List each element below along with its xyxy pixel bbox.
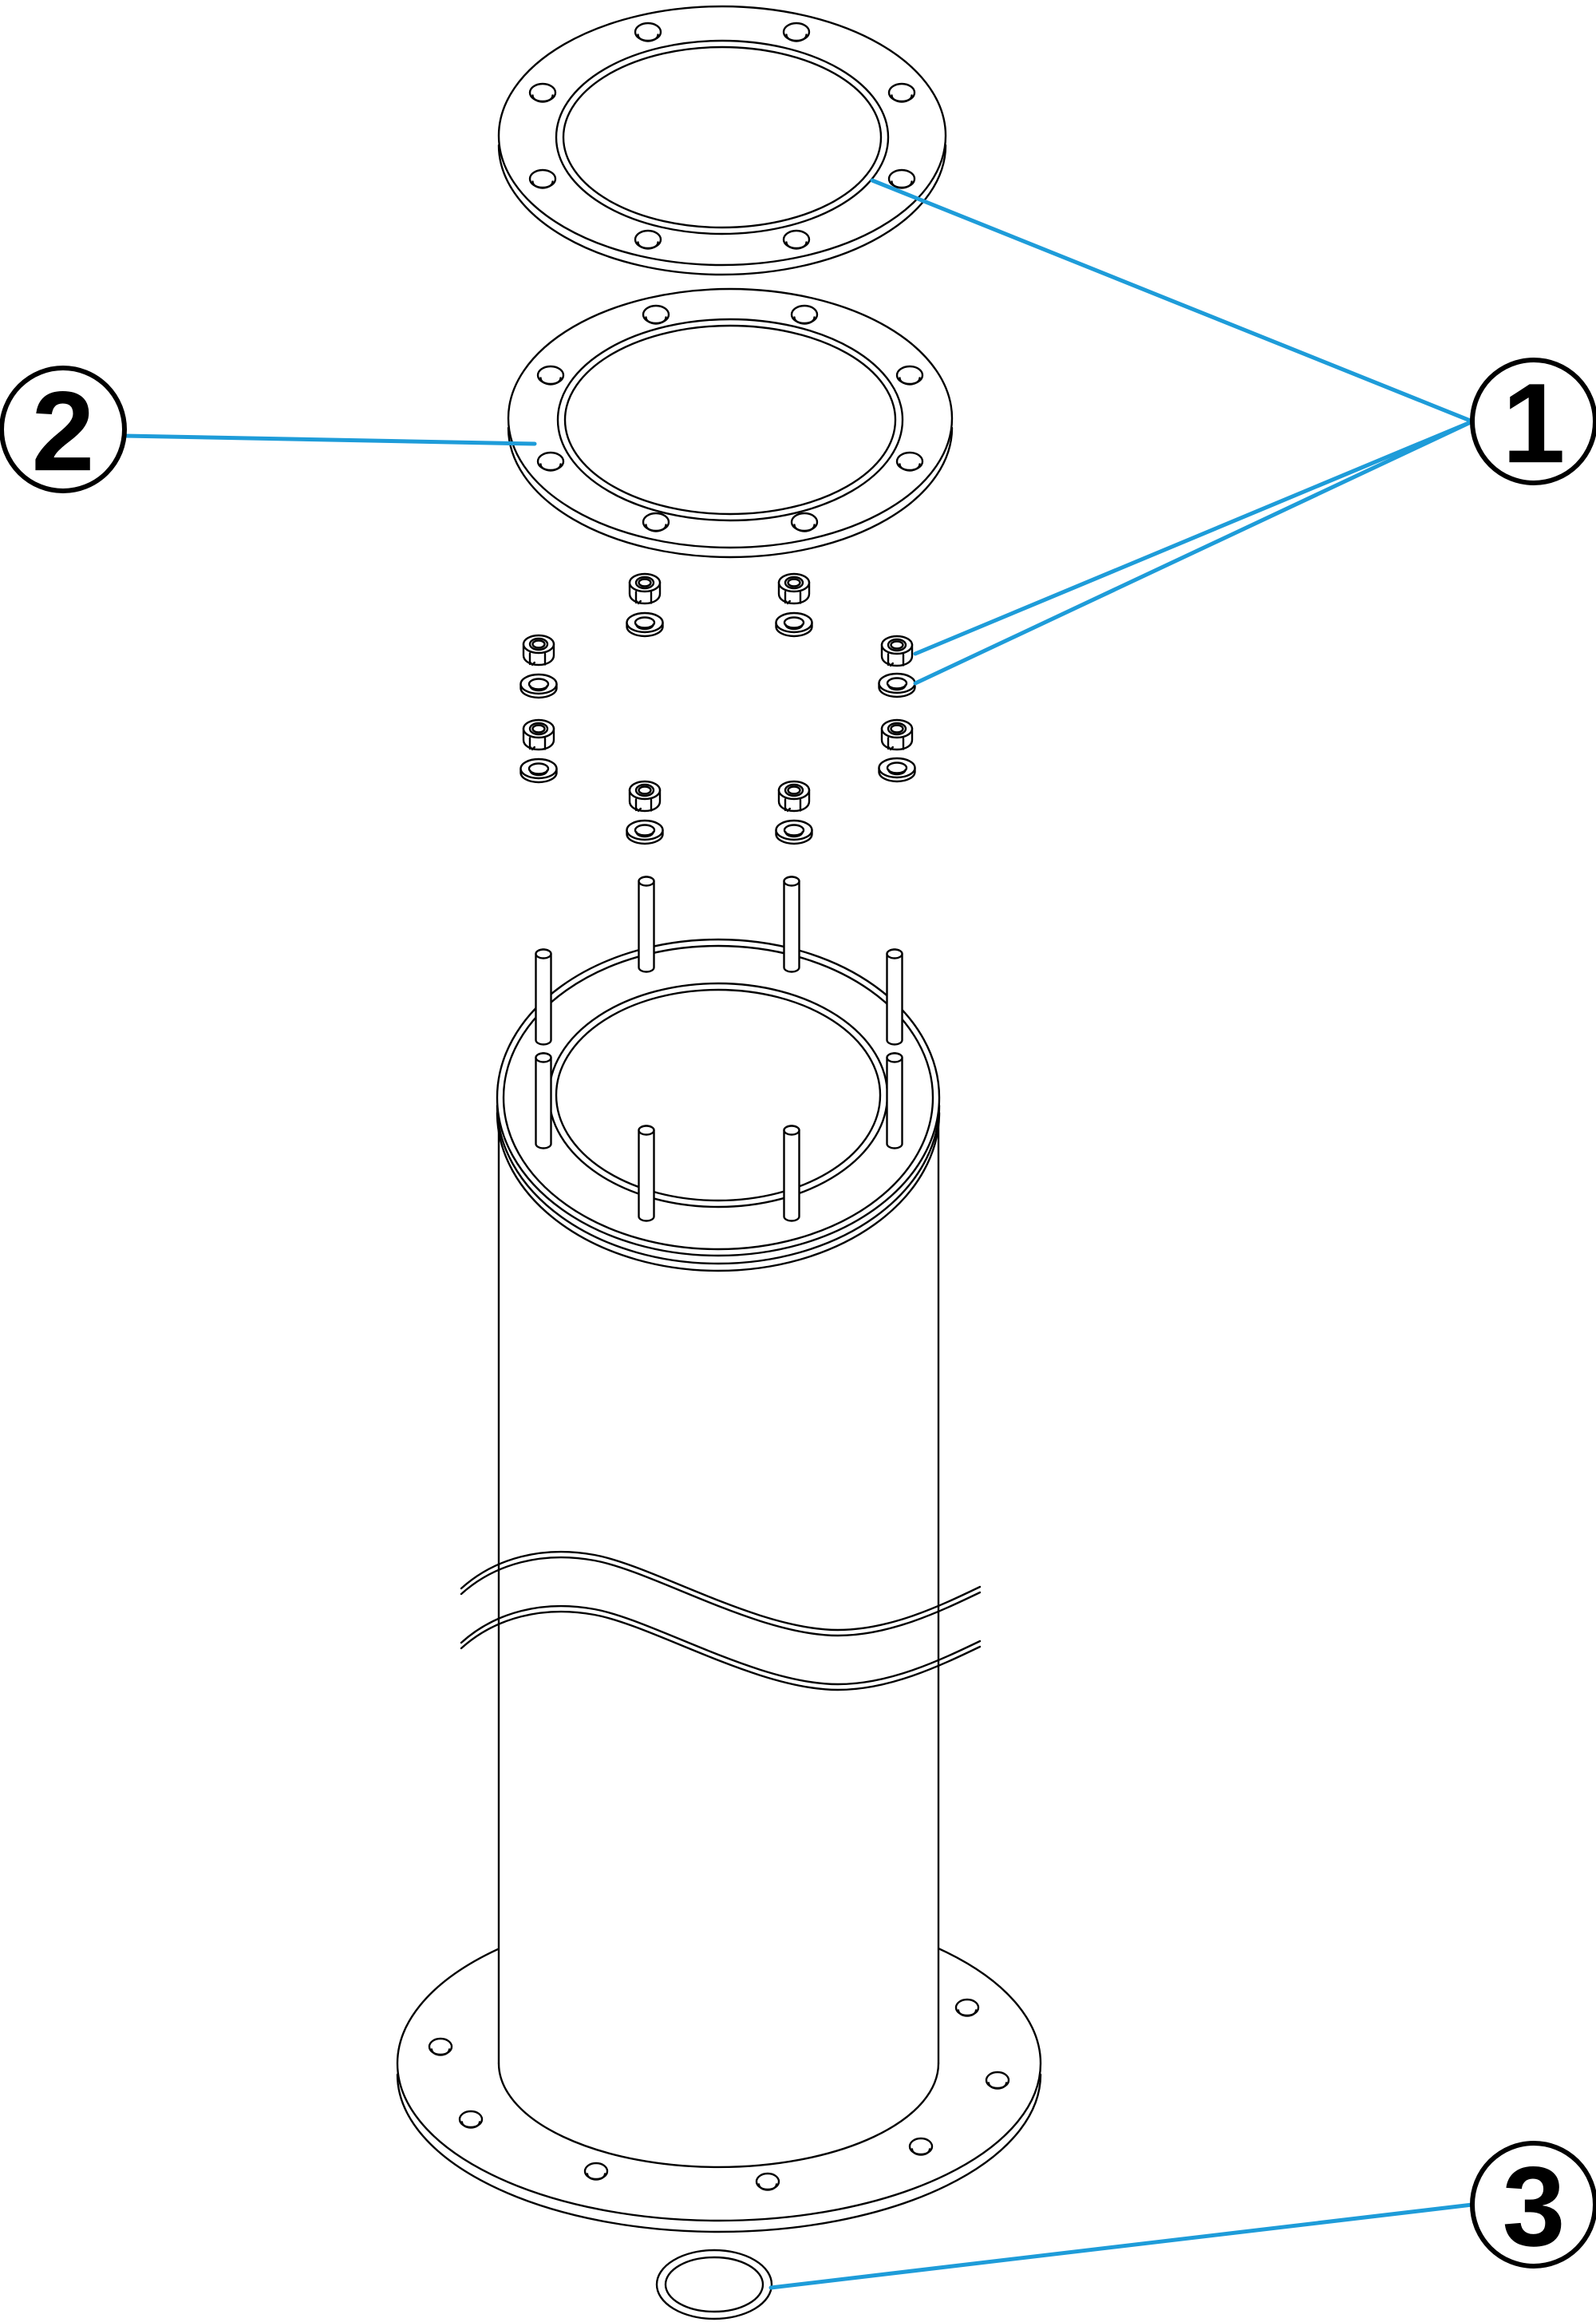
gasket-ring	[507, 287, 954, 559]
callout-1-circle	[1470, 358, 1596, 485]
leader-line-1-flange	[870, 178, 1475, 424]
callout-1-number: 1	[1503, 360, 1566, 487]
callout-3: 3	[1470, 2141, 1596, 2270]
leader-lines	[122, 178, 1475, 2290]
artwork	[396, 5, 1042, 2320]
o-ring	[655, 2249, 773, 2320]
break-wave-upper	[460, 1550, 982, 1637]
callout-3-number: 3	[1503, 2143, 1566, 2270]
leader-line-3	[768, 2202, 1475, 2290]
callout-3-circle	[1470, 2141, 1596, 2269]
leader-line-1-washer	[913, 419, 1475, 686]
tube-break-lines	[460, 1550, 982, 1691]
callout-2-circle	[0, 366, 127, 493]
callout-1: 1	[1470, 358, 1596, 487]
tube-body	[497, 1110, 940, 2169]
break-wave-lower	[460, 1604, 982, 1691]
tube-top-flange	[496, 938, 941, 1272]
flange-ring-top	[497, 5, 947, 276]
callout-2-number: 2	[32, 368, 95, 495]
leader-line-1-nut	[913, 419, 1475, 656]
nuts-and-washers	[519, 572, 916, 845]
leader-line-2	[122, 433, 537, 446]
callout-2: 2	[0, 366, 127, 495]
callouts: 1 2 3	[0, 358, 1596, 2270]
